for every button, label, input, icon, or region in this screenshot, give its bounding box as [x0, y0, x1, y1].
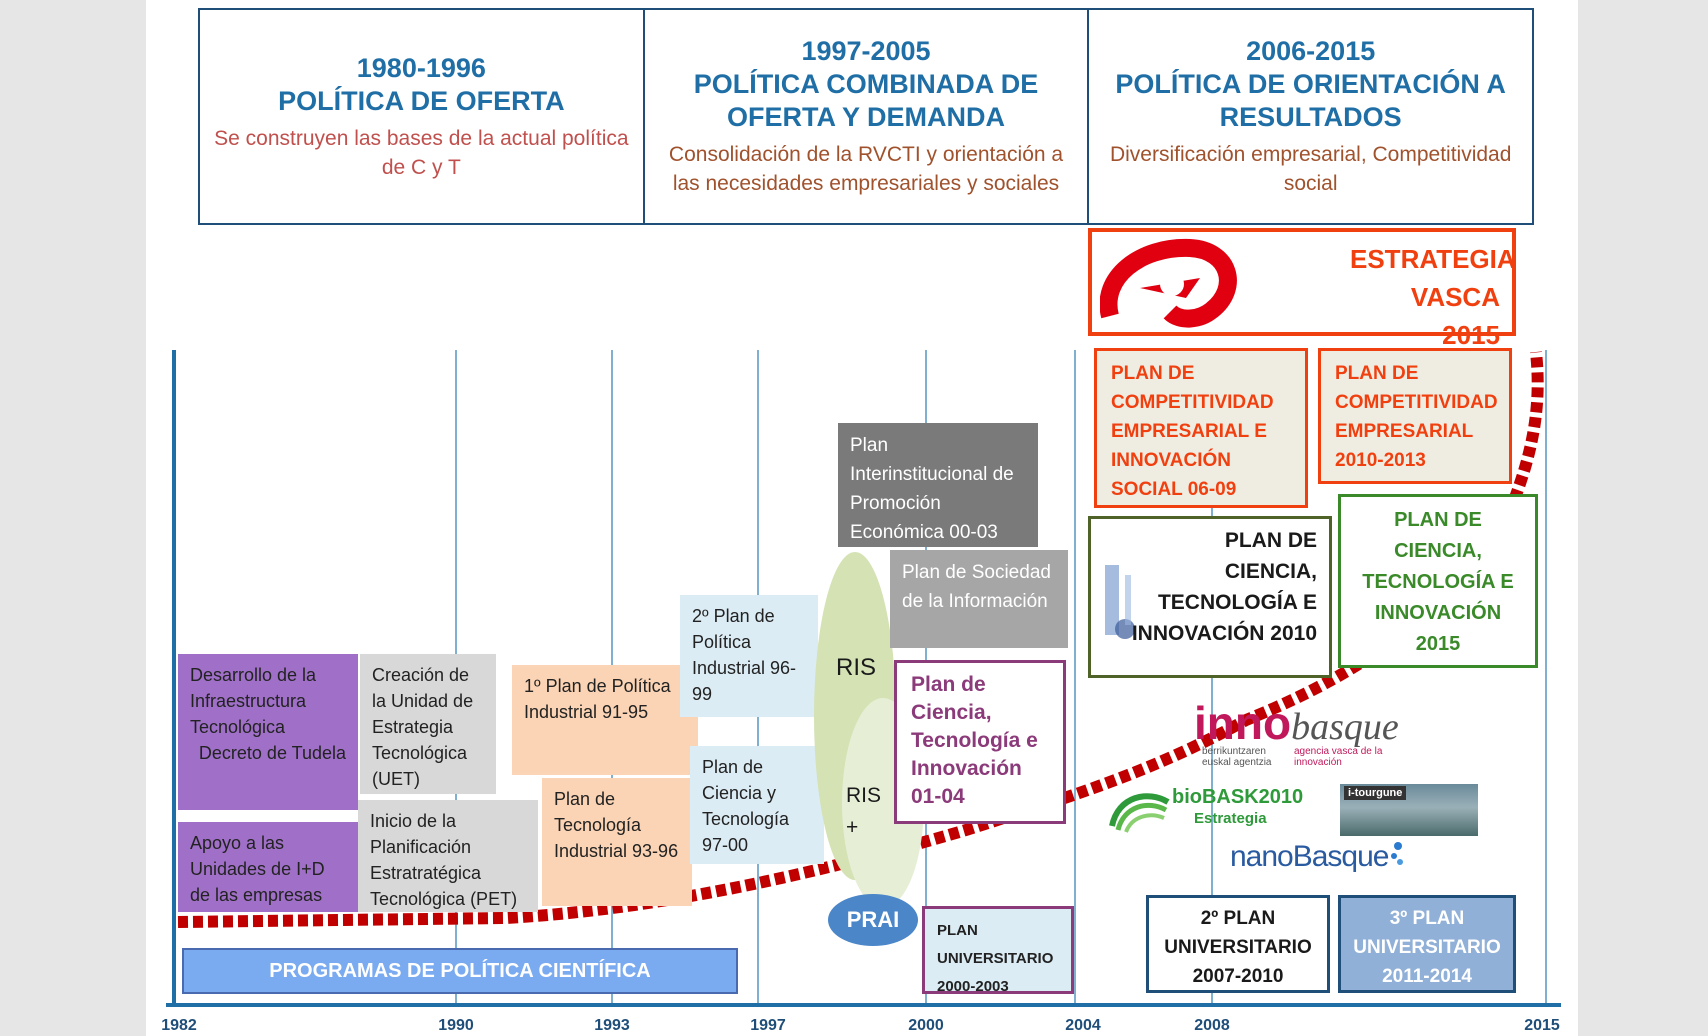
innobasque-sub-eu: berrikuntzaren euskal agentzia	[1202, 746, 1272, 768]
box-plan-cti-2010: PLAN DE CIENCIA, TECNOLOGÍA E INNOVACIÓN…	[1088, 516, 1332, 678]
innobasque-subtitles: berrikuntzaren euskal agentzia agencia v…	[1194, 746, 1444, 768]
box-pet: Inicio de la Planificación Estratratégic…	[358, 800, 538, 912]
period-2006-2015: 2006-2015 POLÍTICA DE ORIENTACIÓN A RESU…	[1089, 10, 1532, 223]
box-apoyo-id: Apoyo a las Unidades de I+D de las empre…	[178, 822, 358, 912]
innobasque-sub-es: agencia vasca de la innovación	[1294, 746, 1383, 768]
box-plan-universitario-2000: PLAN UNIVERSITARIO 2000-2003	[922, 906, 1074, 994]
box-plan-interinstitucional: Plan Interinstitucional de Promoción Eco…	[838, 423, 1038, 547]
box-plan-competitividad-2010: PLAN DE COMPETITIVIDAD EMPRESARIAL 2010-…	[1318, 348, 1512, 484]
box-plan-universitario-2007: 2º PLAN UNIVERSITARIO 2007-2010	[1146, 895, 1330, 993]
box-estrategia-vasca: ESTRATEGIA VASCA 2015	[1088, 228, 1516, 350]
cti-2010-logo-icon	[1105, 565, 1135, 639]
box-plan-cti-01-04: Plan de Ciencia, Tecnología e Innovación…	[894, 660, 1066, 824]
period-1997-2005: 1997-2005 POLÍTICA COMBINADA DE OFERTA Y…	[645, 10, 1090, 223]
year-label-2004: 2004	[1065, 1017, 1101, 1034]
estrategia-logo-icon	[1100, 238, 1237, 328]
year-label-2015: 2015	[1524, 1017, 1560, 1034]
prai-ellipse: PRAI	[828, 894, 918, 946]
year-label-1993: 1993	[594, 1017, 630, 1034]
box-subtext: Decreto de Tudela	[198, 743, 346, 763]
period-title: POLÍTICA DE ORIENTACIÓN A RESULTADOS	[1115, 69, 1506, 132]
box-plan-tecnologia-93: Plan de Tecnología Industrial 93-96	[542, 778, 692, 906]
box-plan-politica-industrial-91: 1º Plan de Política Industrial 91-95	[512, 665, 698, 775]
box-plan-cti-2015: PLAN DE CIENCIA, TECNOLOGÍA E INNOVACIÓN…	[1338, 494, 1538, 668]
slide: 1980-1996 POLÍTICA DE OFERTA Se construy…	[146, 0, 1578, 1036]
year-label-2000: 2000	[908, 1017, 944, 1034]
period-years: 1980-1996	[356, 52, 486, 83]
innobasque-word-inno: inno	[1194, 697, 1292, 749]
box-plan-sociedad-informacion: Plan de Sociedad de la Información	[890, 550, 1068, 648]
year-label-1997: 1997	[750, 1017, 786, 1034]
nanobasque-dots-icon	[1391, 842, 1403, 865]
ris-label: RIS	[836, 654, 877, 681]
box-plan-universitario-2011: 3º PLAN UNIVERSITARIO 2011-2014	[1338, 895, 1516, 993]
period-desc: Se construyen las bases de la actual pol…	[214, 126, 629, 179]
innobasque-word-basque: basque	[1291, 706, 1399, 748]
box-infraestructura: Desarrollo de la Infraestructura Tecnoló…	[178, 654, 358, 810]
box-plan-ciencia-tecnologia-97: Plan de Ciencia y Tecnología 97-00	[690, 746, 824, 864]
itourgune-logo: i-tourgune	[1340, 784, 1478, 836]
box-plan-competitividad-06-09: PLAN DE COMPETITIVIDAD EMPRESARIAL E INN…	[1094, 348, 1308, 508]
nanobasque-logo: nanoBasque	[1230, 840, 1410, 880]
cti-2010-text: PLAN DE CIENCIA, TECNOLOGÍA E INNOVACIÓN…	[1131, 529, 1317, 645]
trend-dotted-line	[177, 351, 1544, 928]
innobasque-logo: innobasque berrikuntzaren euskal agentzi…	[1194, 696, 1444, 776]
estrategia-text: ESTRATEGIA VASCA 2015	[1350, 244, 1516, 350]
box-text: Desarrollo de la Infraestructura Tecnoló…	[190, 665, 317, 737]
period-desc: Consolidación de la RVCTI y orientación …	[668, 143, 1064, 195]
biobask-sub: Estrategia	[1194, 810, 1267, 827]
year-label-2008: 2008	[1194, 1017, 1230, 1034]
box-uet: Creación de la Unidad de Estrategia Tecn…	[360, 654, 496, 794]
period-desc: Diversificación empresarial, Competitivi…	[1109, 143, 1512, 195]
biobask-name: bioBASK2010	[1172, 786, 1304, 808]
ris-plus-label: RIS +	[846, 784, 882, 839]
period-title: POLÍTICA COMBINADA DE OFERTA Y DEMANDA	[693, 69, 1039, 132]
nanobasque-text: nanoBasque	[1230, 840, 1389, 873]
period-table: 1980-1996 POLÍTICA DE OFERTA Se construy…	[198, 8, 1534, 225]
programas-politica-cientifica-bar: PROGRAMAS DE POLÍTICA CIENTÍFICA	[182, 948, 738, 994]
box-plan-politica-industrial-96: 2º Plan de Política Industrial 96-99	[680, 595, 818, 717]
period-years: 2006-2015	[1246, 36, 1376, 66]
year-label-1990: 1990	[438, 1017, 474, 1034]
period-title: POLÍTICA DE OFERTA	[278, 85, 565, 116]
itourgune-text: i-tourgune	[1344, 786, 1407, 800]
biobask-waves-icon	[1109, 793, 1170, 833]
period-years: 1997-2005	[801, 36, 931, 66]
biobask-logo: bioBASK2010 Estrategia	[1108, 782, 1322, 838]
period-1980-1996: 1980-1996 POLÍTICA DE OFERTA Se construy…	[200, 10, 645, 223]
year-label-1982: 1982	[161, 1017, 197, 1034]
